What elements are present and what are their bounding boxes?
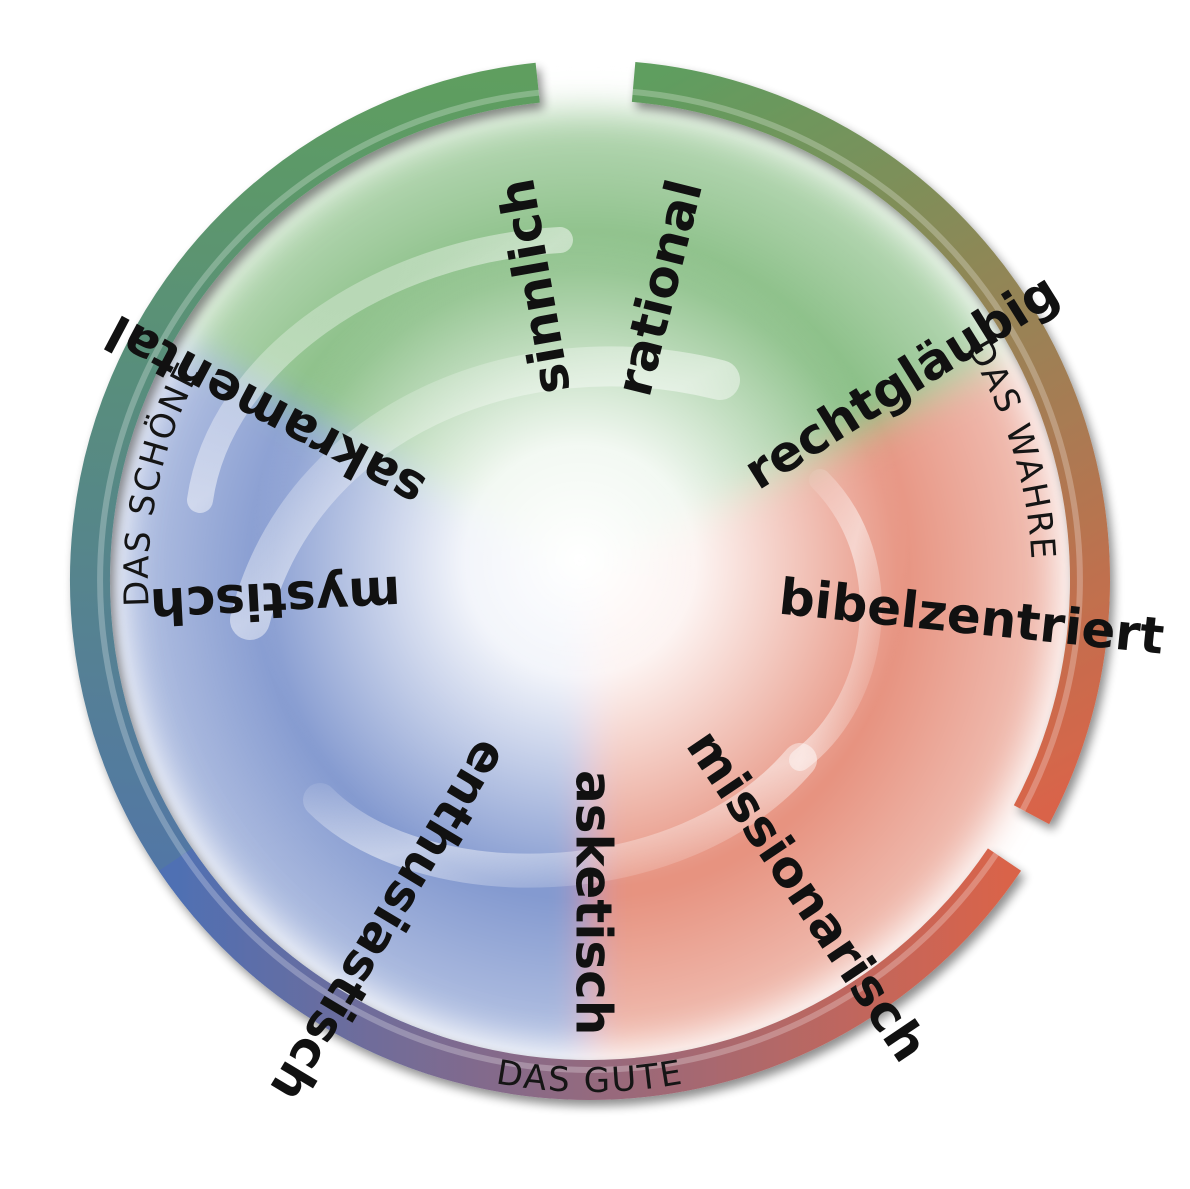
disc-edge-fade (65, 65, 1105, 1105)
ring-arc-highlight-wahre (632, 88, 1083, 812)
ring-arc-gute (158, 848, 1022, 1100)
ring-arc-wahre (631, 61, 1111, 825)
ring-arc-highlight-gute (181, 852, 999, 1073)
spoke-label-asketisch: asketisch (565, 770, 623, 1035)
outer-ring (69, 61, 1111, 1100)
spoke-label-mystisch: mystisch (149, 564, 402, 635)
